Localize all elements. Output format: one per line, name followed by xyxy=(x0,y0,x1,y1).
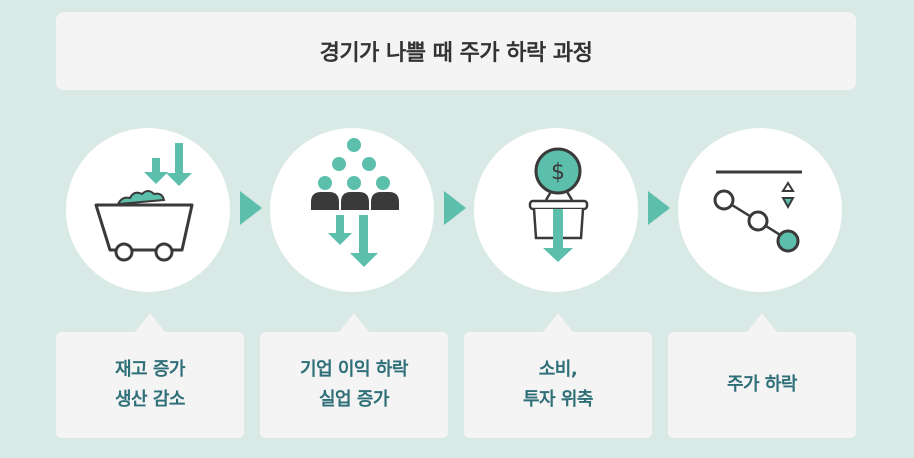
step-1-line-1: 재고 증가 xyxy=(114,359,186,380)
flow-arrow xyxy=(444,191,466,225)
flow-arrow xyxy=(648,191,670,225)
stock-down-chart-icon xyxy=(713,170,802,253)
step-3-line-2: 투자 위축 xyxy=(522,389,594,410)
page-title: 경기가 나쁠 때 주가 하락 과정 xyxy=(319,41,593,66)
money-pot-decrease-icon: $ xyxy=(528,147,589,262)
step-2-line-1: 기업 이익 하락 xyxy=(300,359,408,380)
step-3-label-box: 소비, 투자 위축 xyxy=(464,313,652,438)
svg-text:$: $ xyxy=(551,160,565,185)
title-banner: 경기가 나쁠 때 주가 하락 과정 xyxy=(56,12,856,90)
mine-cart-icon xyxy=(94,143,194,262)
step-1-line-2: 생산 감소 xyxy=(114,389,186,410)
step-4-circle xyxy=(678,128,842,292)
step-3-circle: $ xyxy=(474,128,638,292)
step-1-circle xyxy=(66,128,230,292)
step-4-label-box: 주가 하락 xyxy=(668,313,856,438)
step-2-line-2: 실업 증가 xyxy=(318,389,390,410)
people-decrease-icon xyxy=(311,138,399,267)
step-3-line-1: 소비, xyxy=(538,359,578,380)
step-4-line-1: 주가 하락 xyxy=(726,374,798,395)
flow-arrow xyxy=(240,191,262,225)
step-2-circle xyxy=(270,128,434,292)
